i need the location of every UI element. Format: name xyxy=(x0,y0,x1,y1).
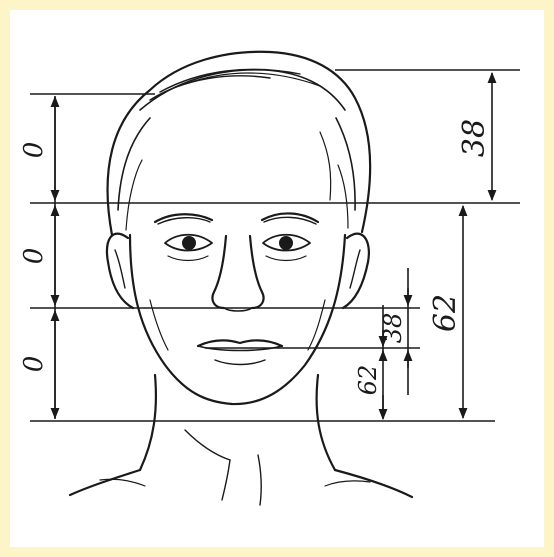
lower-scale-outer-label: 62 xyxy=(354,365,382,396)
horizontal-reference-lines xyxy=(30,70,520,421)
left-scale-label-top: 0 xyxy=(19,142,49,159)
left-scale-label-bottom: 0 xyxy=(19,356,49,373)
right-scale-top-label: 38 xyxy=(457,119,492,157)
male-face-portrait-icon xyxy=(70,52,412,505)
lower-scale-inner-label: 38 xyxy=(379,313,407,344)
left-scale-label-middle: 0 xyxy=(19,248,49,265)
right-scale-main-label: 62 xyxy=(428,294,463,332)
